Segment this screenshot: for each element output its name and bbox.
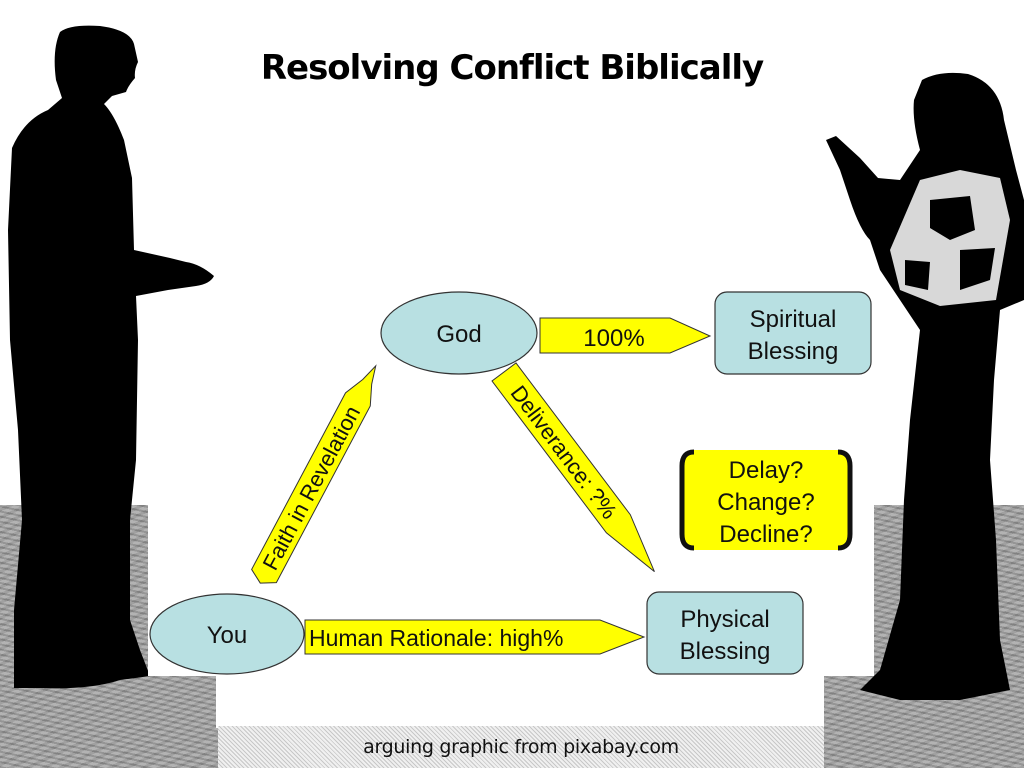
node-physical-line2: Blessing <box>680 638 771 665</box>
caption-band: arguing graphic from pixabay.com <box>218 726 824 768</box>
arrow-god-to-spiritual: 100% <box>539 317 712 354</box>
outcome-decline: Decline? <box>719 521 812 548</box>
arrow-human-rationale: Human Rationale: high% <box>304 619 646 655</box>
arrow-deliverance: Deliverance: ?% <box>491 362 655 573</box>
arrow-faith-in-revelation: Faith in Revelation <box>251 364 377 584</box>
node-physical-line1: Physical <box>680 606 769 633</box>
node-spiritual-line1: Spiritual <box>750 306 837 333</box>
arrow-label-deliverance: Deliverance: ?% <box>506 381 622 524</box>
node-spiritual-blessing: Spiritual Blessing <box>714 291 872 375</box>
outcome-change: Change? <box>717 489 814 516</box>
right-bracket-icon <box>837 449 853 551</box>
outcome-delay: Delay? <box>729 457 804 484</box>
arrow-label-human-rationale: Human Rationale: high% <box>309 625 563 651</box>
node-you: You <box>149 593 305 675</box>
right-figure-woman-silhouette <box>826 72 1024 701</box>
node-god-label: God <box>436 321 481 348</box>
node-spiritual-line2: Blessing <box>748 338 839 365</box>
left-figure-man-silhouette <box>8 25 214 689</box>
node-god: God <box>380 291 538 375</box>
outcomes-box: Delay? Change? Decline? <box>679 449 853 551</box>
node-physical-blessing: Physical Blessing <box>646 591 804 675</box>
slide-title: Resolving Conflict Biblically <box>260 48 764 88</box>
image-credit-caption: arguing graphic from pixabay.com <box>363 736 679 758</box>
node-you-label: You <box>207 622 248 649</box>
left-bracket-icon <box>679 449 695 551</box>
arrow-label-100: 100% <box>583 325 644 352</box>
arrow-label-faith: Faith in Revelation <box>258 402 366 575</box>
